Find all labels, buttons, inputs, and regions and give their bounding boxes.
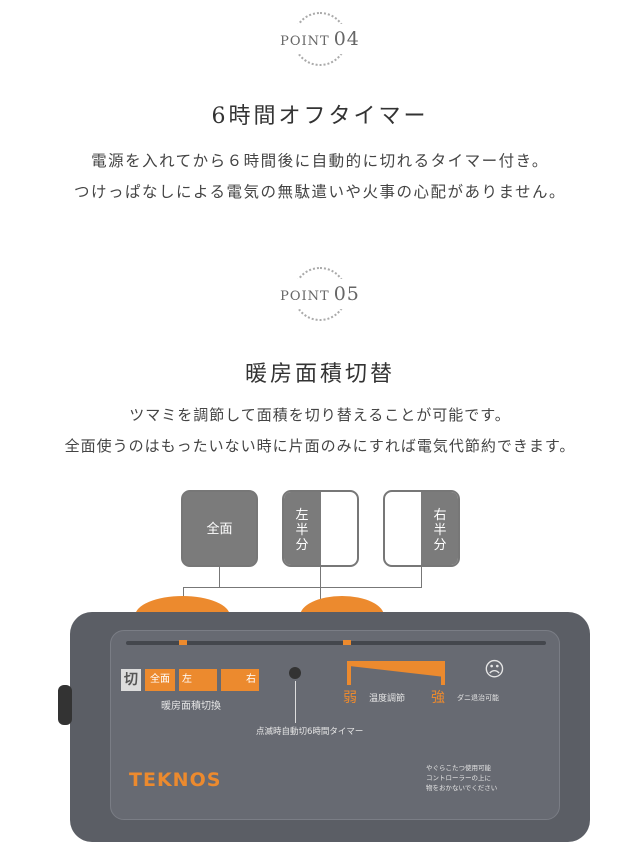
desc-line: 電源を入れてから６時間後に自動的に切れるタイマー付き。	[91, 152, 549, 170]
brand-logo: TEKNOS	[129, 769, 222, 791]
mite-icon: ☹	[484, 657, 505, 681]
point-label: POINT	[280, 34, 330, 49]
area-switch-label: 暖房面積切換	[161, 701, 221, 712]
note-line: 物をおかないでください	[426, 784, 498, 792]
mode-left-label: 左半分	[295, 508, 309, 553]
mode-full-icon: 全面	[181, 490, 258, 567]
mode-right-icon: 右半分	[383, 490, 460, 567]
mode-right-label: 右半分	[433, 508, 447, 553]
desc-line: ツマミを調節して面積を切り替えることが可能です。	[129, 406, 511, 424]
full-label: 全面	[145, 669, 175, 691]
strong-label: 強	[431, 690, 445, 706]
mode-left-icon: 左半分	[282, 490, 359, 567]
section-title: 暖房面積切替	[244, 362, 395, 387]
section-title: 6時間オフタイマー	[211, 104, 429, 129]
weak-label: 弱	[343, 690, 357, 706]
desc-line: 全面使うのはもったいない時に片面のみにすれば電気代節約できます。	[64, 437, 576, 455]
controller-panel: 切 全面 左 右 暖房面積切換 点滅時自動切6時間タイマー 弱 温度調節 強 ☹…	[110, 630, 560, 820]
section-desc: ツマミを調節して面積を切り替えることが可能です。全面使うのはもったいない時に片面…	[0, 400, 640, 462]
desc-line: つけっぱなしによる電気の無駄遣いや火事の心配がありません。	[73, 183, 567, 201]
warning-note: やぐらこたつ使用可能コントローラーの上に物をおかないでください	[426, 763, 497, 793]
point-number: 04	[333, 28, 360, 50]
off-label: 切	[121, 669, 141, 691]
note-line: やぐらこたつ使用可能	[426, 764, 491, 772]
point-label: POINT	[280, 289, 330, 304]
left-label: 左	[179, 669, 217, 691]
timer-label: 点滅時自動切6時間タイマー	[256, 727, 364, 737]
point-number: 05	[333, 283, 360, 305]
note-line: コントローラーの上に	[426, 774, 491, 782]
timer-led	[289, 667, 301, 679]
right-label: 右	[221, 669, 259, 691]
mode-full-label: 全面	[206, 522, 233, 537]
mite-label: ダニ退治可能	[457, 694, 499, 702]
section-desc: 電源を入れてから６時間後に自動的に切れるタイマー付き。つけっぱなしによる電気の無…	[0, 146, 640, 208]
temp-label: 温度調節	[369, 694, 406, 704]
